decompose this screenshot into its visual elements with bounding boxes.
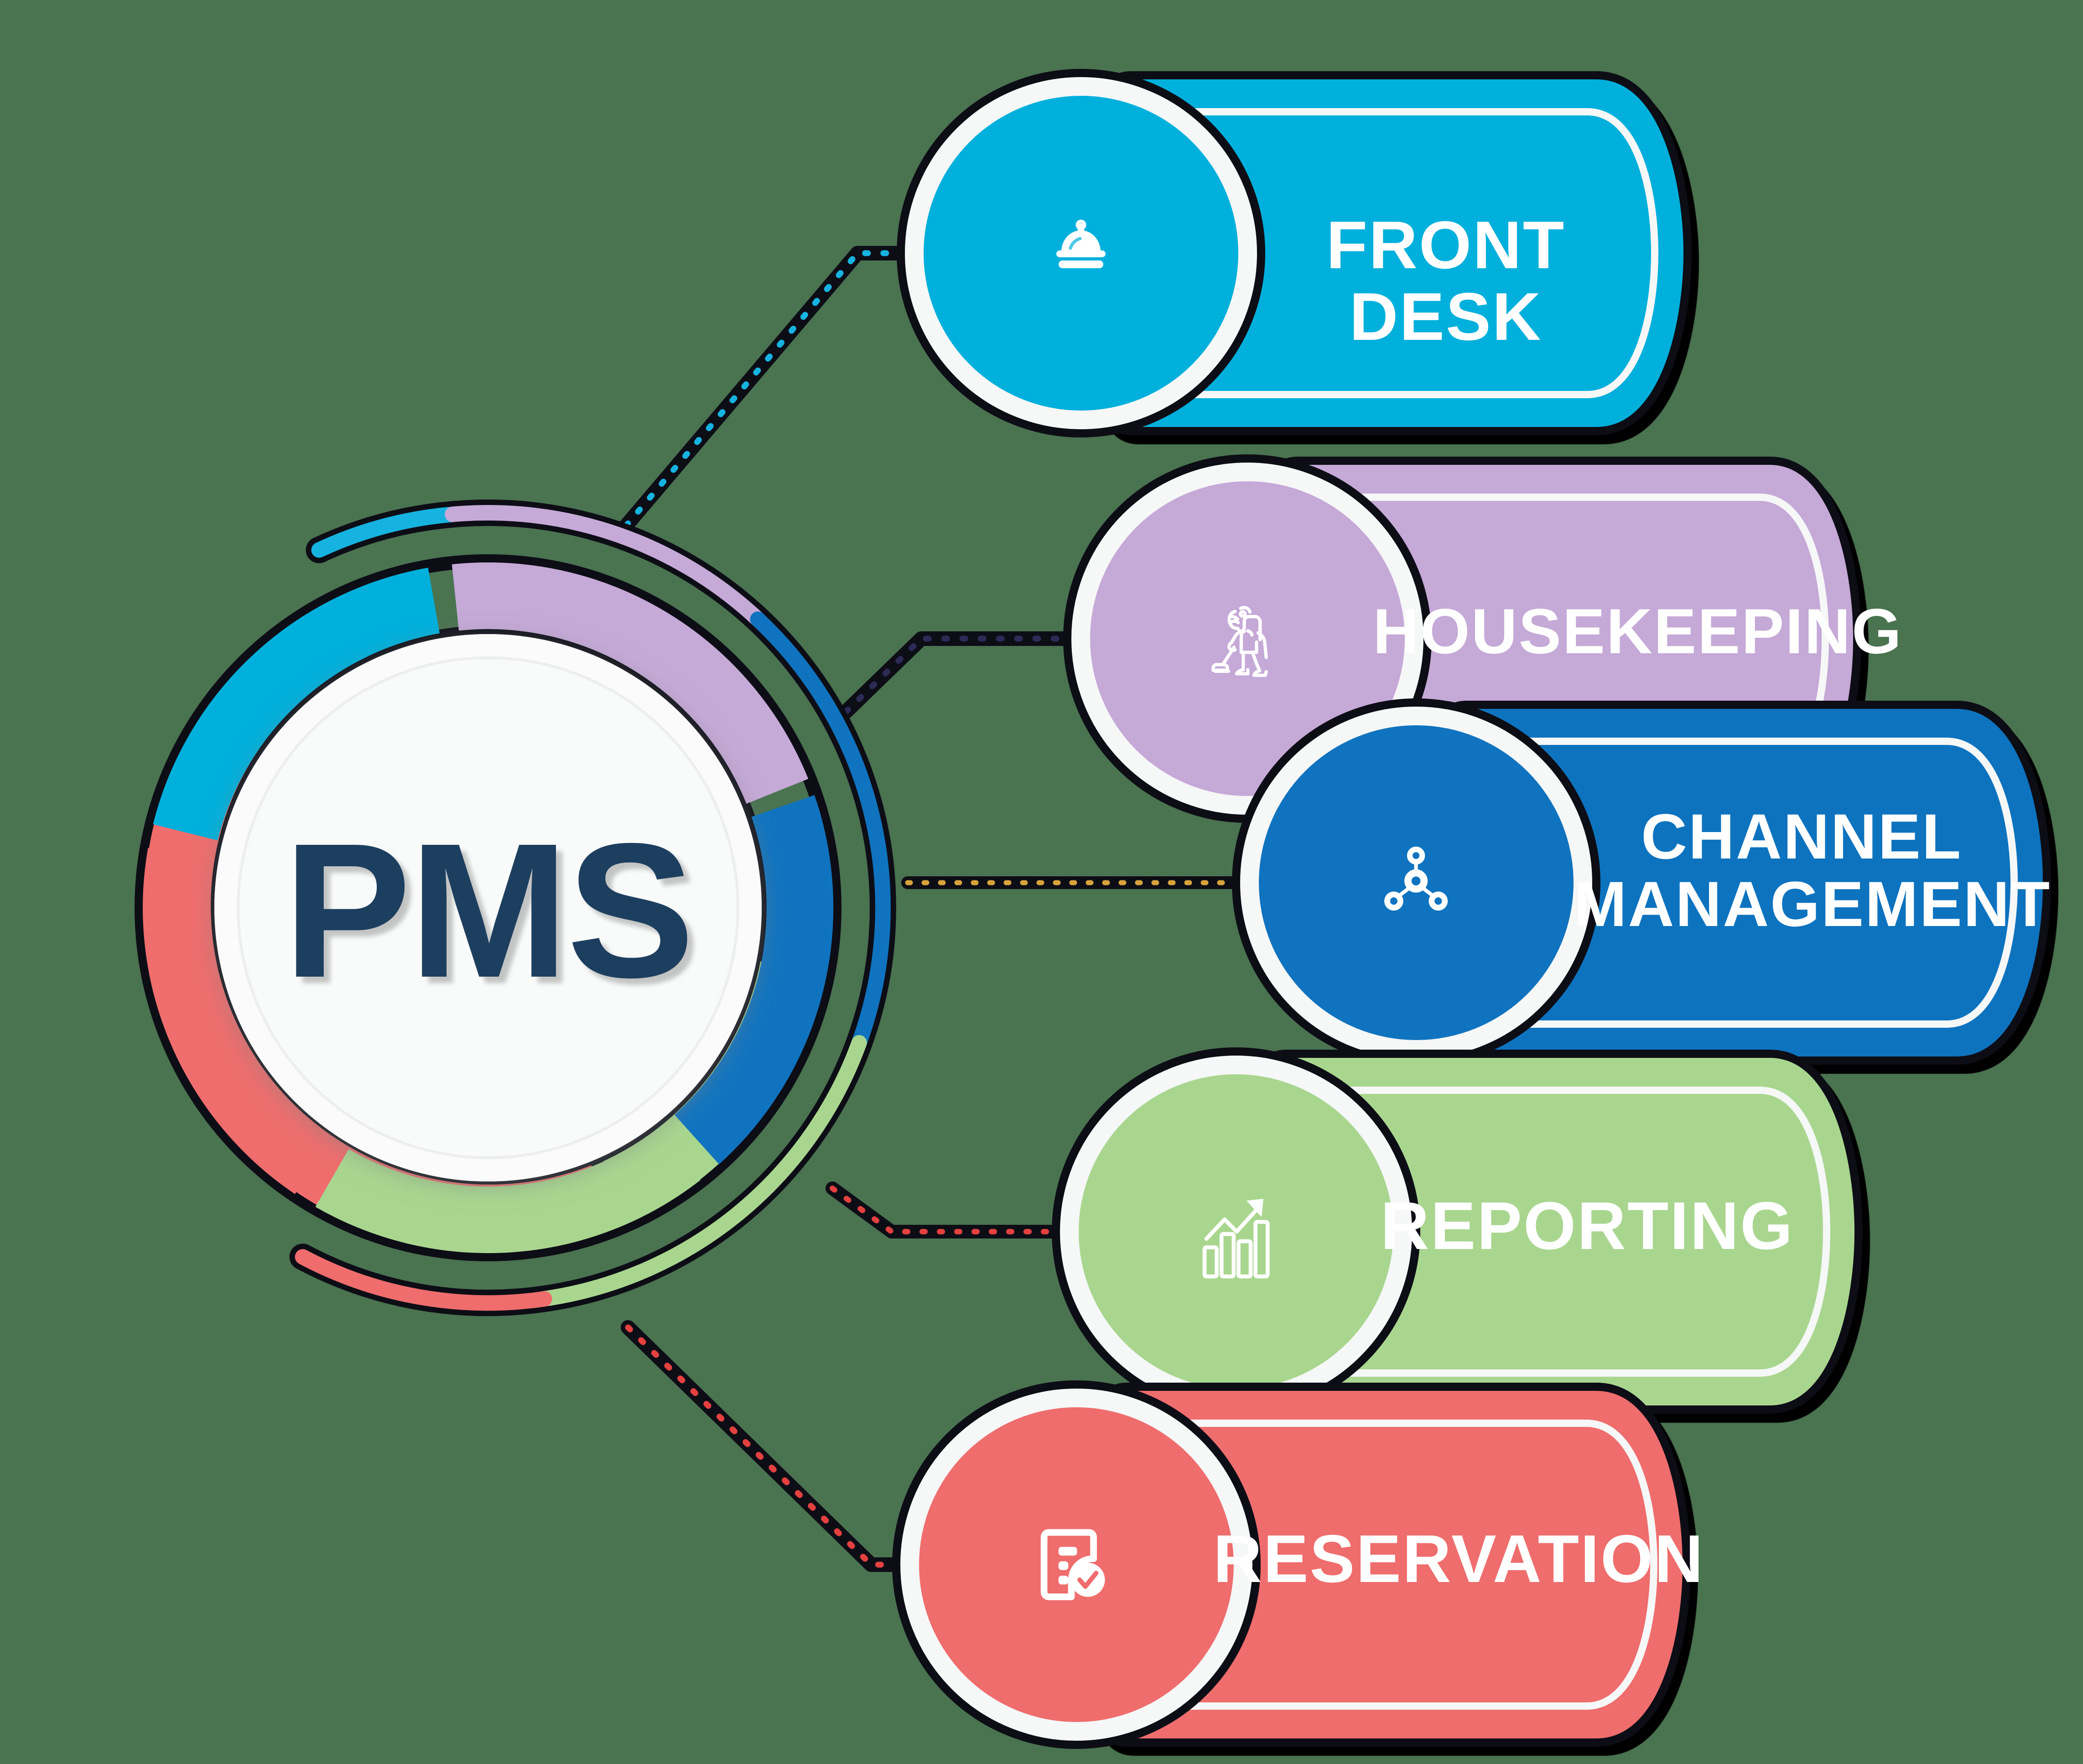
channel-management-pill-inner-stroke	[1489, 738, 2018, 1028]
node-reservation[interactable]	[892, 1380, 1691, 1749]
housekeeping-icon-disc[interactable]	[1090, 481, 1405, 796]
node-reporting[interactable]	[1052, 1047, 1863, 1416]
hub-donut	[135, 554, 842, 1261]
reservation-pill-inner-stroke	[1149, 1420, 1658, 1710]
hub-outer-arc	[289, 500, 896, 1316]
hub-label: PMS	[283, 804, 695, 1018]
front-desk-pill-inner-stroke	[1154, 108, 1659, 398]
reporting-pill-inner-stroke	[1309, 1087, 1831, 1377]
connector-reporting	[826, 1181, 1115, 1238]
connector-housekeeping	[839, 631, 1127, 719]
node-channel-management[interactable]	[1232, 698, 2052, 1067]
node-front-desk[interactable]	[897, 69, 1692, 437]
